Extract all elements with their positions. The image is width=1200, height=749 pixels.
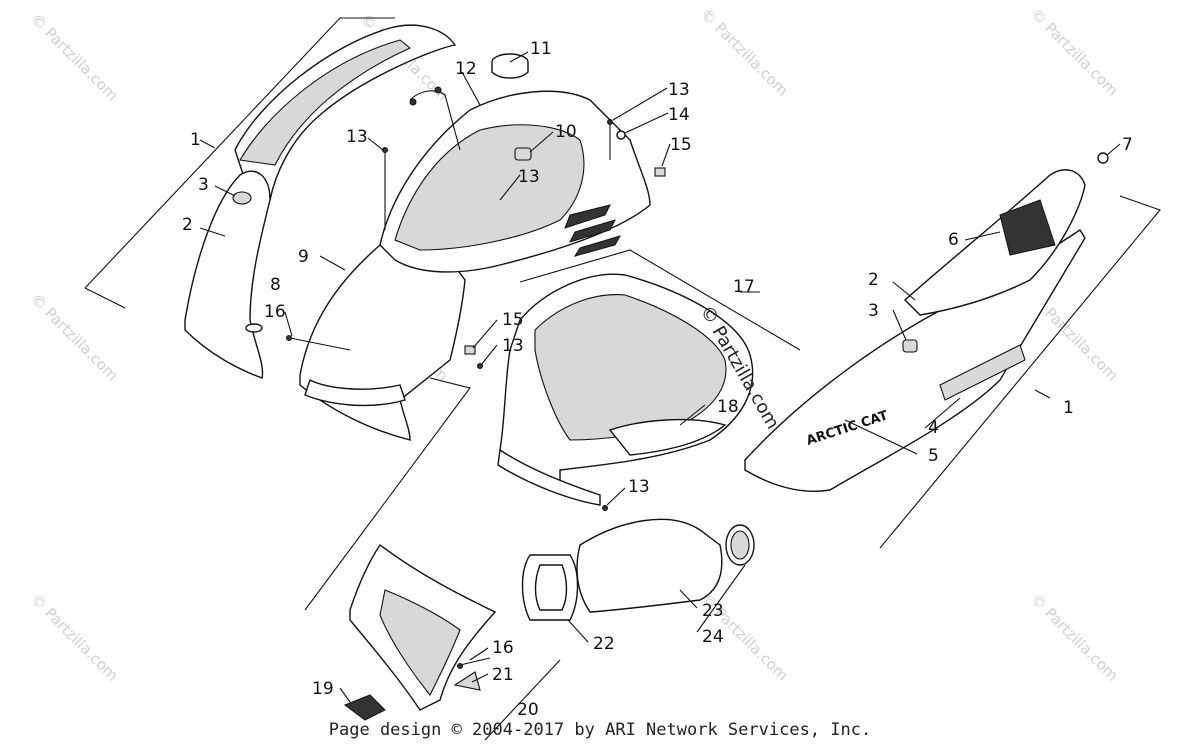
- callout-label: 7: [1122, 135, 1133, 155]
- watermark: © Partzilla.com: [27, 10, 122, 105]
- callout-label: 13: [628, 477, 650, 497]
- callout-label: 17: [733, 277, 755, 297]
- group-brackets: [84, 17, 1161, 741]
- callout-label: 12: [455, 59, 477, 79]
- callout-label: 9: [298, 247, 309, 267]
- air-intake: [521, 518, 755, 621]
- leader-lines: [199, 51, 1121, 703]
- callout-label: 3: [868, 301, 879, 321]
- callout-label: 11: [530, 39, 552, 59]
- callout-label: 24: [702, 627, 724, 647]
- callout-label: 16: [264, 302, 286, 322]
- callout-label: 16: [492, 638, 514, 658]
- callout-label: 14: [668, 105, 690, 125]
- callout-label: 2: [182, 215, 193, 235]
- watermark: © Partzilla.com: [27, 590, 122, 685]
- callout-label: 10: [555, 122, 577, 142]
- callout-label: 13: [346, 127, 368, 147]
- footer-copyright: Page design © 2004-2017 by ARI Network S…: [328, 720, 872, 740]
- watermark: © Partzilla.com: [1027, 5, 1122, 100]
- callout-label: 6: [948, 230, 959, 250]
- callout-label: 4: [928, 418, 939, 438]
- watermark: © Partzilla.com: [1027, 590, 1122, 685]
- callout-label: 15: [670, 135, 692, 155]
- lower-nose: [343, 543, 497, 721]
- storage-bin: [497, 273, 754, 506]
- hardware: [286, 53, 1109, 669]
- callout-label: 13: [668, 80, 690, 100]
- callout-label: 3: [198, 175, 209, 195]
- callout-label: 8: [270, 275, 281, 295]
- callout-label: 21: [492, 665, 514, 685]
- left-side-panel: [184, 24, 457, 379]
- callouts: 1 3 2 8 16 9 12 11 13 10 13 13 14 15 7 6…: [182, 39, 1133, 720]
- callout-label: 13: [518, 167, 540, 187]
- callout-label: 18: [717, 397, 739, 417]
- callout-label: 5: [928, 446, 939, 466]
- watermark: © Partzilla.com: [697, 5, 792, 100]
- callout-label: 19: [312, 679, 334, 699]
- callout-label: 13: [502, 336, 524, 356]
- watermark: © Partzilla.com: [27, 290, 122, 385]
- callout-label: 15: [502, 310, 524, 330]
- callout-label: 1: [190, 130, 201, 150]
- callout-label: 23: [702, 601, 724, 621]
- callout-label: 2: [868, 270, 879, 290]
- right-side-panel: ARCTIC CAT: [744, 169, 1086, 492]
- callout-label: 22: [593, 634, 615, 654]
- callout-label: 20: [517, 700, 539, 720]
- callout-label: 1: [1063, 398, 1074, 418]
